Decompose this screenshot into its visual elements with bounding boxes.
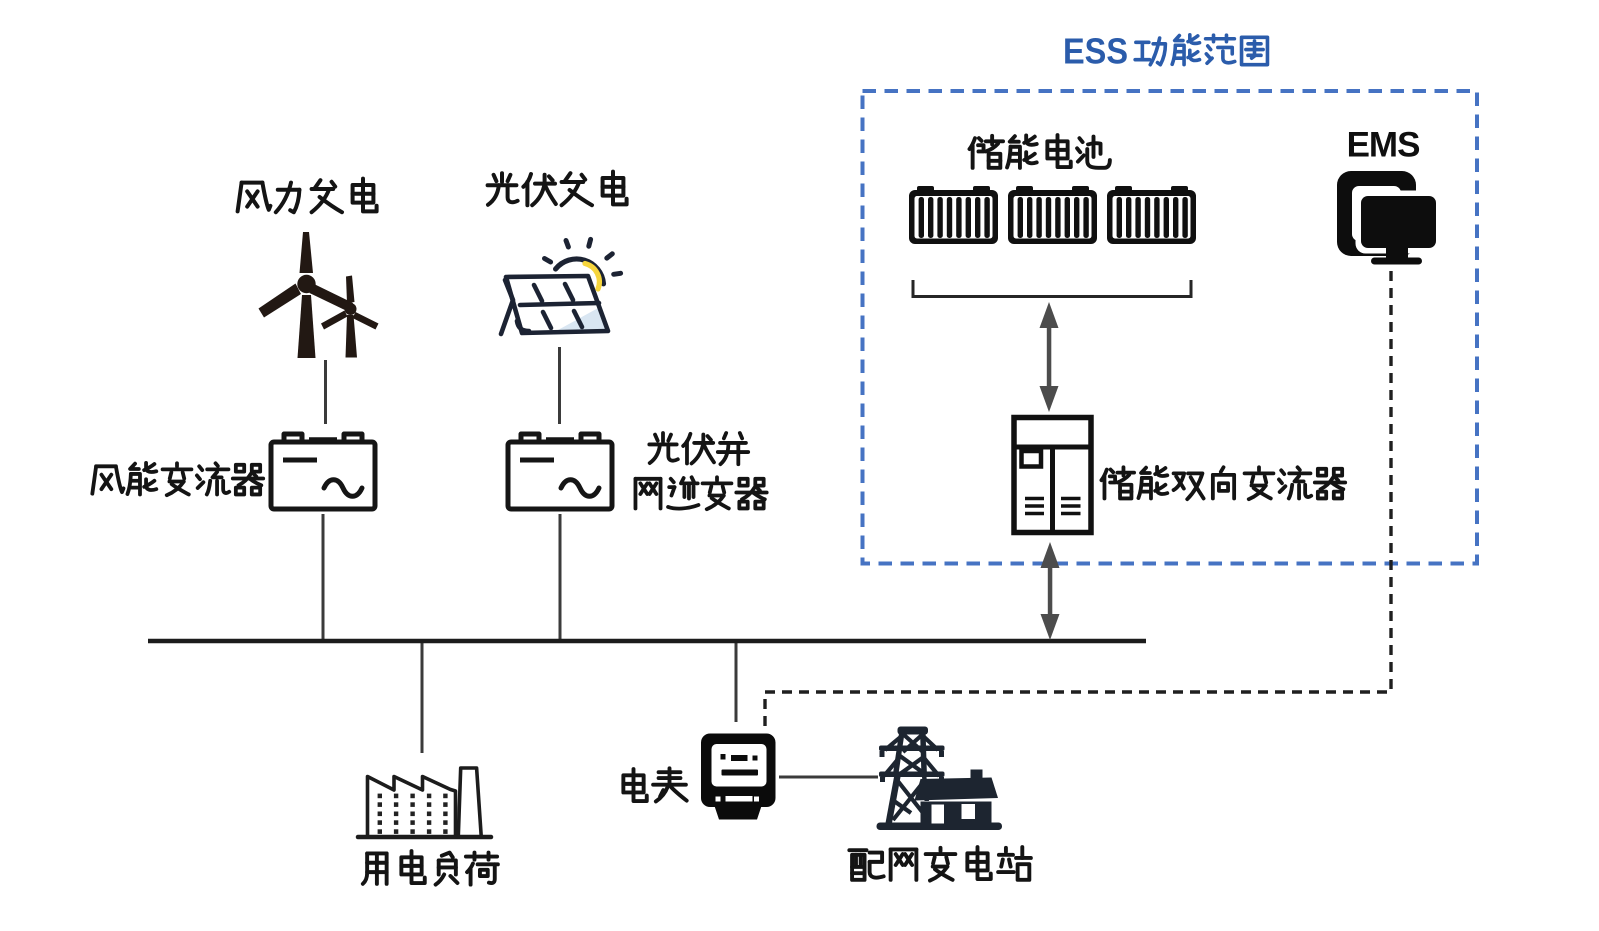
svg-text:EMS: EMS — [1347, 126, 1420, 165]
svg-text:ESS: ESS — [1063, 31, 1128, 72]
